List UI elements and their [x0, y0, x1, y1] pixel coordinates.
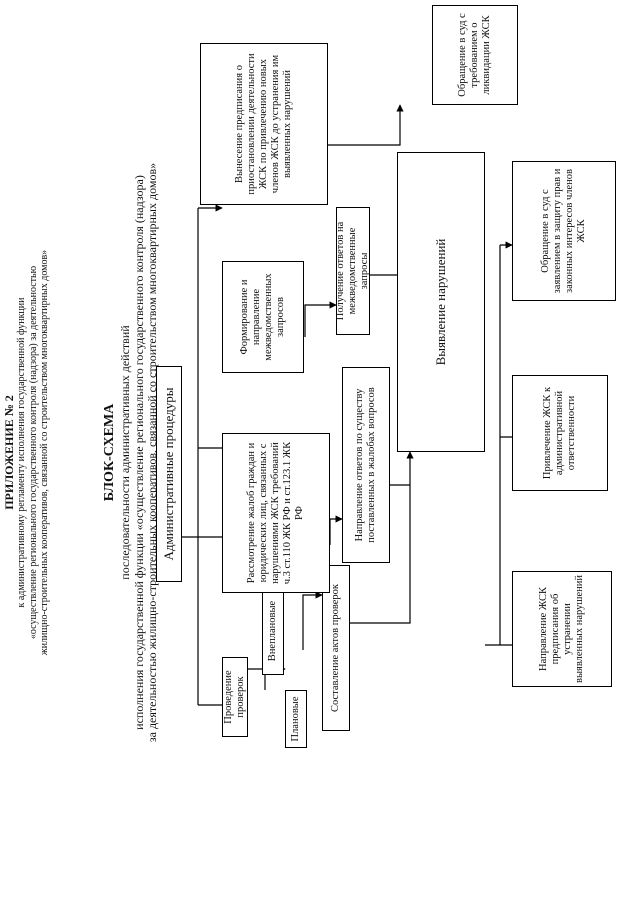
complaints-box: Рассмотрение жалоб граждан и юридических…: [222, 433, 330, 593]
interagency-requests-box: Формирование и направление межведомствен…: [222, 261, 304, 373]
elimination-order-box: Направление ЖСК предписания об устранени…: [512, 571, 612, 687]
answers-box: Направление ответов по существу поставле…: [342, 367, 390, 563]
unplanned-to-acts: [302, 591, 323, 650]
unplanned-box: Внеплановые: [262, 587, 284, 675]
court-liquidation-box: Обращение в суд с требованием о ликвидац…: [432, 5, 518, 105]
interagency-answers-box: Получение ответов на межведомственные за…: [335, 207, 370, 335]
administrative-liability-box: Привлечение ЖСК к административной ответ…: [512, 375, 608, 491]
suspension-order-box: Вынесение предписания о приостановлении …: [200, 43, 328, 205]
violations-box: Выявление нарушений: [397, 152, 485, 452]
court-rights-box: Обращение в суд с заявлением в защиту пр…: [512, 161, 616, 301]
requests-to-answers: [304, 301, 337, 337]
planned-box: Плановые: [285, 690, 307, 748]
trunk-line: [182, 208, 222, 706]
inspections-box: Проведение проверок: [222, 657, 248, 737]
acts-to-violations: [350, 451, 414, 624]
violations-to-outcomes: [485, 245, 512, 646]
admin-procedures-box: Административные процедуры: [156, 366, 182, 582]
complaints-to-answers: [329, 515, 343, 545]
